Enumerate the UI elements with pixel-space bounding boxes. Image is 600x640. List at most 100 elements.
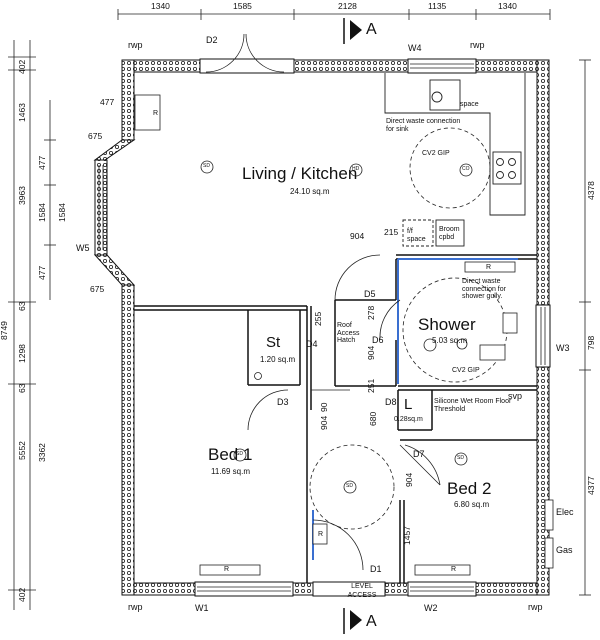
radiator-r-hall: R [318,531,324,538]
int-dim-90: 90 [319,402,329,412]
left-dim-1298: 1298 [17,344,27,363]
note-broom: Broom cpbd [439,226,460,242]
hd-living: HD [352,166,360,172]
section-mark-top: A [366,21,377,38]
internal-walls [134,254,537,583]
top-dim-4: 1135 [428,1,447,11]
rwp-bottom-right: rwp [528,602,543,612]
door-label-d2: D2 [206,35,218,45]
left-dim-5552: 5552 [17,441,27,460]
note-gip-shower: CV2 GIP [452,367,480,374]
note-elec: Elec [556,507,574,517]
sd-living: SD [203,163,210,169]
note-roof-hatch: Roof Access Hatch [337,322,360,345]
radiator-r-shower: R [486,264,492,271]
inner-dim-477-b: 477 [37,265,47,280]
door-label-d8: D8 [385,397,397,407]
left-dim-63-b: 63 [17,383,27,393]
room-area-shower: 5.03 sq.m [432,336,468,345]
note-gip-kitchen: CV2 GIP [422,150,450,157]
sd-bed1: SD [236,451,243,457]
fixtures [200,160,518,494]
int-dim-904-c: 904 [319,415,329,430]
meter-boxes [544,499,554,569]
room-area-linen: 0.28sq.m [394,416,423,423]
radiator-r-bed2: R [451,566,457,573]
sd-hall: SD [346,483,353,489]
int-dim-904-b: 904 [366,345,376,360]
top-dim-5: 1340 [498,1,517,11]
int-dim-278: 278 [366,305,376,320]
window-dim-477: 477 [100,97,115,107]
note-level-access: LEVEL ACCESS [347,583,377,600]
door-label-d5: D5 [364,289,376,299]
door-swings [205,33,441,571]
window-label-w5: W5 [76,243,90,253]
window-label-w1: W1 [195,603,209,613]
room-area-store: 1.20 sq.m [260,355,296,364]
radiator-r-living: R [153,110,159,117]
note-space: space [460,101,479,108]
inner-dim-1584: 1584 [37,203,47,222]
window-glazing [98,63,546,592]
inner-dim-477-a: 477 [37,155,47,170]
external-walls [93,59,550,596]
top-dim-3: 2128 [338,1,357,11]
right-dim-4378: 4378 [586,181,596,200]
left-dimension-lines [8,40,56,610]
note-ff-space: f/f space [407,228,426,244]
top-dim-2: 1585 [233,1,252,11]
left-dim-402-top: 402 [17,59,27,74]
room-name-bed2: Bed 2 [447,479,492,498]
section-markers [343,18,362,634]
rwp-top-right: rwp [470,40,485,50]
rwp-bottom-left: rwp [128,602,143,612]
rwp-top-left: rwp [128,40,143,50]
door-label-d3: D3 [277,397,289,407]
door-label-d4: D4 [306,339,318,349]
radiator-r-bed1: R [224,566,230,573]
note-threshold: Silicone Wet Room Floor Threshold [434,398,512,413]
top-dimension-line [117,9,551,20]
window-dim-675-a: 675 [88,131,103,141]
door-label-d7: D7 [413,449,425,459]
door-label-d6: D6 [372,335,384,345]
room-area-bed1: 11.69 sq.m [211,467,250,476]
room-name-store: St [266,334,281,351]
note-shower-gully: Direct waste connection for shower gully… [462,278,506,301]
window-dim-675-b: 675 [90,284,105,294]
room-name-linen: L [404,396,413,413]
window-label-w4: W4 [408,43,422,53]
int-dim-1457: 1457 [402,526,412,545]
int-dim-904-d: 904 [404,472,414,487]
left-dim-3963: 3963 [17,186,27,205]
left-dim-402-bottom: 402 [17,587,27,602]
int-dim-904: 904 [350,231,365,241]
right-dim-798: 798 [586,335,596,350]
int-dim-680: 680 [368,411,378,426]
note-gas: Gas [556,545,573,555]
room-area-bed2: 6.80 sq.m [454,500,490,509]
window-label-w3: W3 [556,343,570,353]
room-name-shower: Shower [418,315,476,334]
kitchen-counter [384,73,526,247]
co-living: CO [462,166,470,172]
svp-label: svp [508,391,523,401]
radiators [134,94,516,576]
right-dim-4377: 4377 [586,476,596,495]
int-dim-255: 255 [313,311,323,326]
door-label-d1: D1 [370,564,382,574]
right-dimension-line [579,59,591,596]
room-area-living: 24.10 sq.m [290,187,330,196]
inner-dim-3362: 3362 [37,443,47,462]
int-dim-215: 215 [384,227,399,237]
section-mark-bottom: A [366,613,377,630]
note-sink: Direct waste connection for sink [386,118,461,133]
left-dim-8749: 8749 [0,321,9,340]
int-dim-251: 251 [366,378,376,393]
sd-bed2: SD [457,455,464,461]
room-name-bed1: Bed 1 [208,445,253,464]
top-dim-1: 1340 [151,1,170,11]
window-label-w2: W2 [424,603,438,613]
